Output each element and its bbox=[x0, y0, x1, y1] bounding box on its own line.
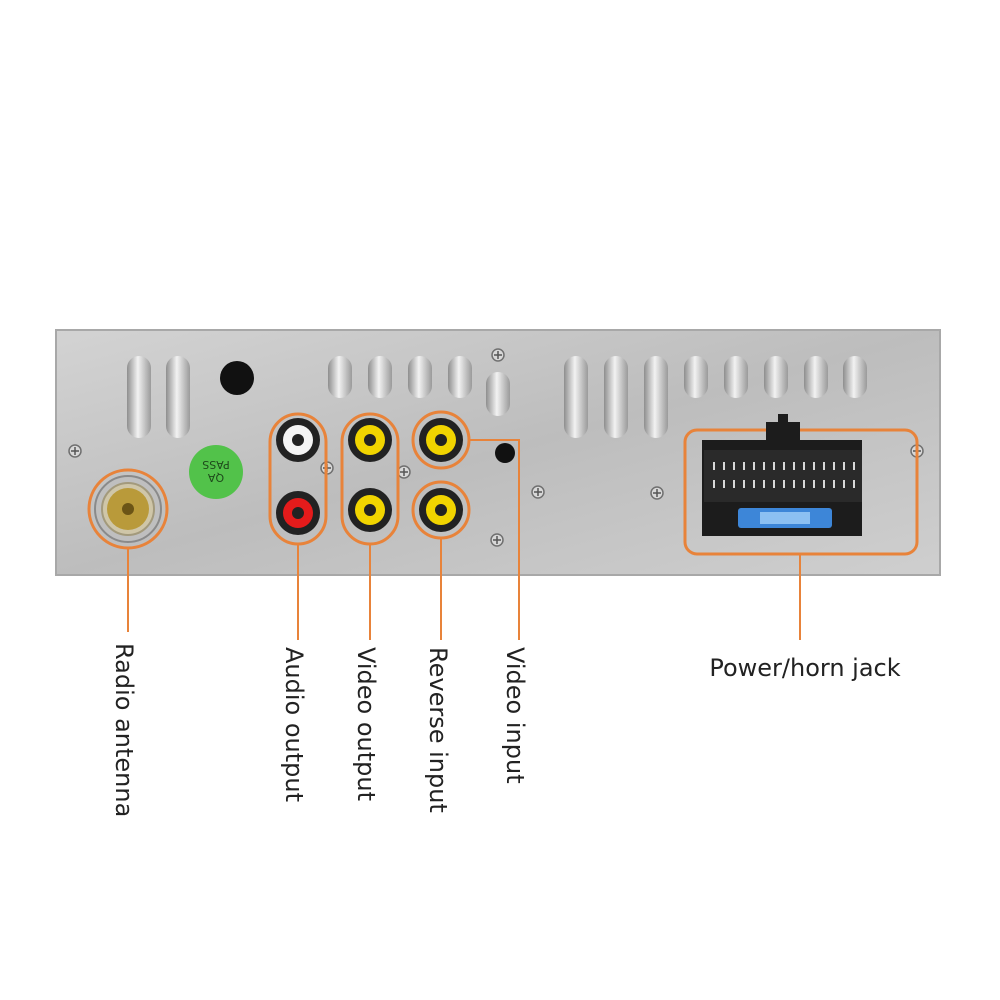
radio-antenna-connector bbox=[87, 468, 169, 550]
connector-pins bbox=[713, 462, 855, 488]
audio-output-rca bbox=[268, 412, 328, 546]
rca-yellow-jack bbox=[348, 418, 392, 462]
qa-pass-badge: QA PASS bbox=[189, 445, 243, 499]
badge-line-1: QA bbox=[207, 471, 224, 484]
label-radio-antenna: Radio antenna bbox=[110, 643, 138, 817]
panel-holes bbox=[220, 361, 515, 463]
screws bbox=[68, 348, 924, 547]
label-video-output: Video output bbox=[352, 647, 380, 801]
vent-slot bbox=[804, 356, 828, 398]
vent-slot bbox=[684, 356, 708, 398]
screw-icon bbox=[650, 486, 664, 500]
vent-slot bbox=[328, 356, 352, 398]
video-input-rca bbox=[411, 410, 471, 470]
label-reverse-input: Reverse input bbox=[424, 647, 452, 813]
callout-line-video-input bbox=[469, 439, 520, 640]
vent-slot bbox=[408, 356, 432, 398]
rca-white-jack bbox=[276, 418, 320, 462]
vent-slot bbox=[448, 356, 472, 398]
reverse-input-rca bbox=[411, 480, 471, 540]
fuse-icon bbox=[738, 508, 832, 528]
vent-slot bbox=[127, 356, 151, 438]
power-horn-connector bbox=[683, 414, 919, 556]
badge-line-2: PASS bbox=[202, 458, 229, 471]
video-output-rca bbox=[340, 412, 400, 546]
vent-slot bbox=[564, 356, 588, 438]
panel-hole bbox=[495, 443, 515, 463]
vent-slot bbox=[368, 356, 392, 398]
screw-icon bbox=[397, 465, 411, 479]
vent-slot bbox=[486, 372, 510, 416]
label-power-horn-jack: Power/horn jack bbox=[709, 654, 900, 682]
vent-slot bbox=[166, 356, 190, 438]
screw-icon bbox=[68, 444, 82, 458]
vent-slot bbox=[843, 356, 867, 398]
screw-icon bbox=[490, 533, 504, 547]
screw-icon bbox=[491, 348, 505, 362]
vent-slot bbox=[604, 356, 628, 438]
screw-icon bbox=[531, 485, 545, 499]
vent-slot bbox=[644, 356, 668, 438]
vent-slot bbox=[724, 356, 748, 398]
vent-slots bbox=[127, 356, 867, 438]
panel-hole bbox=[220, 361, 254, 395]
vent-slot bbox=[764, 356, 788, 398]
label-video-input: Video input bbox=[501, 647, 529, 784]
rca-red-jack bbox=[276, 491, 320, 535]
callout-lines bbox=[127, 439, 801, 640]
label-audio-output: Audio output bbox=[280, 647, 308, 802]
rca-yellow-jack bbox=[348, 488, 392, 532]
labels: Radio antenna Audio output Video output … bbox=[110, 643, 901, 817]
